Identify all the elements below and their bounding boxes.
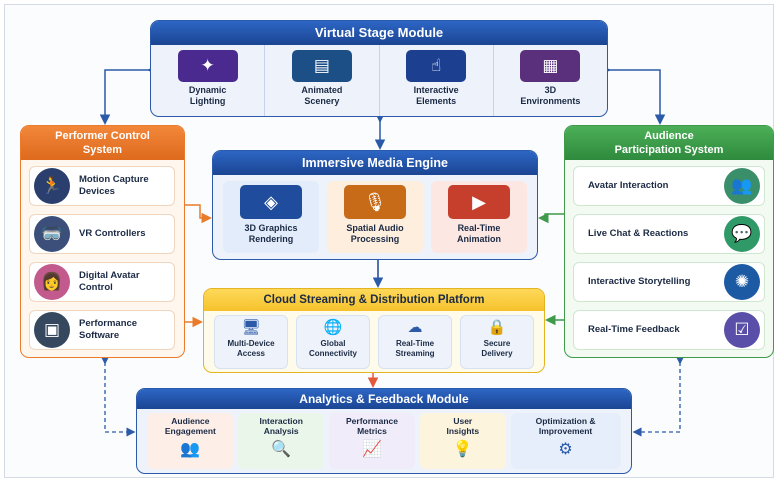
growth-chart-icon: 📈 — [362, 441, 382, 458]
engine-title: Immersive Media Engine — [213, 151, 537, 175]
cityscape-icon: ▦ — [520, 50, 581, 82]
software-icon: ▣ — [34, 312, 70, 348]
network-icon: ✺ — [724, 264, 760, 300]
chat-bubbles-icon: 💬 — [724, 216, 760, 252]
gear-chart-icon: ⚙ — [558, 441, 573, 458]
performer-item-vr-controllers: 🥽 VR Controllers — [29, 214, 175, 254]
users-chart-icon: 👥 — [180, 441, 201, 458]
checklist-icon: ☑ — [724, 312, 760, 348]
video-player-icon: ▶ — [448, 185, 510, 219]
cloud-title: Cloud Streaming & Distribution Platform — [204, 289, 544, 311]
audience-item-real-time-feedback: Real-Time Feedback ☑ — [573, 310, 765, 350]
avatar-icon: 👩 — [34, 264, 70, 300]
analytics-item-optimization: Optimization &Improvement ⚙ — [510, 413, 621, 469]
motion-capture-icon: 🏃 — [34, 168, 70, 204]
spotlight-icon: ✦ — [177, 50, 238, 82]
analytics-title: Analytics & Feedback Module — [137, 389, 631, 409]
microphone-icon: 🎙 — [344, 185, 406, 219]
virtual-stage-title: Virtual Stage Module — [151, 21, 607, 45]
devices-icon: 🖥 — [241, 319, 261, 336]
avatars-icon: 👥 — [724, 168, 760, 204]
cloud-streaming-platform: Cloud Streaming & Distribution Platform … — [203, 288, 545, 373]
cloud-icon: ☁ — [407, 319, 423, 336]
magnifier-chart-icon: 🔍 — [271, 441, 292, 458]
touch-icon: ☝ — [406, 50, 467, 82]
globe-icon: 🌐 — [323, 319, 343, 336]
audience-item-live-chat: Live Chat & Reactions 💬 — [573, 214, 765, 254]
audience-item-avatar-interaction: Avatar Interaction 👥 — [573, 166, 765, 206]
stage-icon: ▤ — [291, 50, 352, 82]
lightbulb-icon: 💡 — [452, 441, 473, 458]
lock-icon: 🔒 — [487, 319, 507, 336]
vr-headset-icon: 🥽 — [34, 216, 70, 252]
audience-item-interactive-storytelling: Interactive Storytelling ✺ — [573, 262, 765, 302]
graphics-icon: ◈ — [240, 185, 302, 219]
